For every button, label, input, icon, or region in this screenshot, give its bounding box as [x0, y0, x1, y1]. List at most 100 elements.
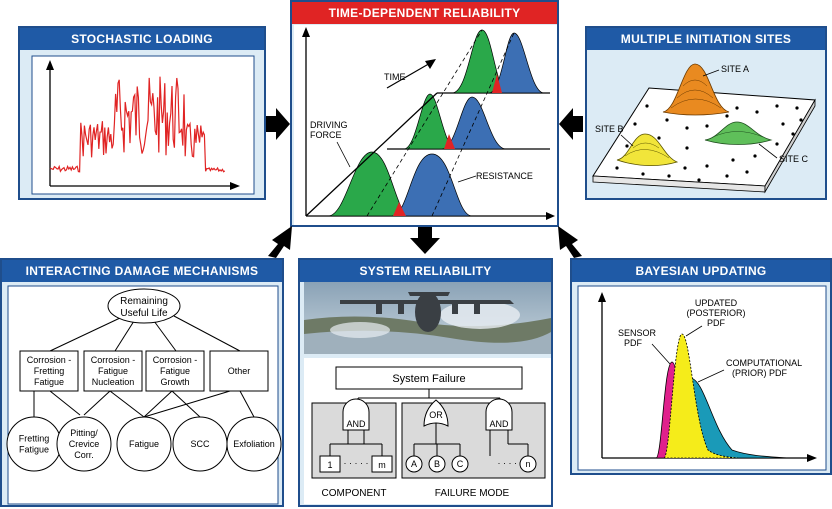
remaining-useful-life-node: [107, 288, 181, 324]
mechanism-circle: Fatigue: [116, 416, 172, 472]
surface-dot: [685, 126, 689, 130]
panel-title: STOCHASTIC LOADING: [20, 28, 264, 50]
system-reliability-panel: SYSTEM RELIABILITY System Failure: [298, 258, 553, 507]
red-overlap-back: [492, 74, 502, 93]
surface-dot: [735, 106, 739, 110]
panel-title: SYSTEM RELIABILITY: [300, 260, 551, 282]
mechanism-circle-label: Exfoliation: [233, 439, 275, 449]
site-b-label: SITE B: [595, 124, 624, 134]
mode-n-label: n: [525, 459, 530, 469]
site-c-peak: [704, 121, 773, 145]
mechanism-circle-label: SCC: [190, 439, 210, 449]
surface-dot: [685, 146, 689, 150]
surface-dot: [667, 174, 671, 178]
driving-force-label-1: DRIVING: [310, 120, 348, 130]
component-m-label: m: [378, 460, 386, 470]
surface-dot: [725, 174, 729, 178]
interacting-damage-mechanisms-panel: INTERACTING DAMAGE MECHANISMS Remaining …: [0, 258, 284, 507]
initiation-sites-surface: SITE A SITE B SITE C: [592, 63, 816, 194]
mechanism-circle-label: Fatigue: [129, 439, 159, 449]
mechanism-circle: Exfoliation: [226, 416, 282, 472]
surface-dot: [745, 170, 749, 174]
component-label: COMPONENT: [322, 488, 387, 499]
arrow-left-icon: [559, 108, 583, 140]
surface-dot: [725, 114, 729, 118]
and-gate-mode: [485, 398, 513, 431]
mechanism-box-label: Growth: [160, 377, 189, 387]
blue-pdf-back: [488, 32, 545, 94]
red-overlap-middle: [444, 134, 455, 149]
mechanism-circle-label: Fretting: [19, 434, 50, 444]
component-dots: · · · · ·: [344, 458, 369, 468]
mechanism-circle: SCC: [172, 416, 228, 472]
surface-dot: [615, 166, 619, 170]
blue-pdf-middle: [441, 96, 507, 150]
mechanism-box-label: Fatigue: [34, 377, 64, 387]
mechanism-circle-label: Crevice: [69, 439, 100, 449]
component-1-box: [319, 455, 341, 473]
mode-circle-label: A: [411, 459, 417, 469]
computational-label-2: (PRIOR) PDF: [732, 368, 788, 378]
mechanism-circle-label: Fatigue: [19, 445, 49, 455]
damage-mechanism-tree: Remaining Useful Life Corrosion -Frettin…: [6, 285, 282, 505]
surface-dot: [665, 118, 669, 122]
mechanism-box-label: Fatigue: [160, 366, 190, 376]
time-dependent-reliability-panel: TIME-DEPENDENT RELIABILITY TIME DRIVING …: [290, 0, 559, 227]
bayesian-updating-panel: BAYESIAN UPDATING UPDATED (POSTERIOR) PD…: [570, 258, 832, 475]
root-label-1: Remaining: [120, 296, 168, 307]
surface-dot: [683, 166, 687, 170]
or-label: OR: [429, 410, 443, 420]
panel-title: MULTIPLE INITIATION SITES: [587, 28, 825, 50]
surface-dot: [697, 178, 701, 182]
surface-dot: [705, 164, 709, 168]
system-failure-label: System Failure: [392, 373, 465, 385]
mechanism-box-label: Corrosion -: [91, 355, 136, 365]
sensor-label-1: SENSOR: [618, 328, 657, 338]
sensor-label-2: PDF: [624, 338, 643, 348]
aircraft-icon: [340, 292, 514, 332]
mechanism-box-label: Corrosion -: [153, 355, 198, 365]
surface-dot: [775, 104, 779, 108]
mechanism-circle-label: Pitting/: [70, 428, 98, 438]
surface-dot: [641, 172, 645, 176]
site-c-label: SITE C: [779, 154, 809, 164]
mode-dots: · · · · ·: [498, 458, 523, 468]
surface-dot: [633, 122, 637, 126]
arrow-right-icon: [266, 108, 290, 140]
and-label-component: AND: [346, 419, 366, 429]
surface-dot: [795, 106, 799, 110]
arrow-up-left-icon: [268, 226, 292, 258]
mechanism-box-label: Fatigue: [98, 366, 128, 376]
surface-dot: [799, 118, 803, 122]
surface-dot: [791, 132, 795, 136]
arrow-up-right-icon: [558, 226, 582, 258]
mode-circle: A: [405, 455, 423, 473]
time-label: TIME: [384, 72, 406, 82]
surface-dot: [645, 104, 649, 108]
component-m-box: [371, 455, 393, 473]
stochastic-loading-panel: STOCHASTIC LOADING: [18, 26, 266, 200]
surface-dot: [755, 110, 759, 114]
surface-dot: [753, 154, 757, 158]
mode-circle: C: [451, 455, 469, 473]
site-a-label: SITE A: [721, 64, 749, 74]
mechanism-box-label: Other: [228, 366, 251, 376]
mechanism-box: Other: [209, 350, 269, 392]
mechanism-box-label: Corrosion -: [27, 355, 72, 365]
updated-label-2: (POSTERIOR): [686, 308, 745, 318]
surface-dot: [625, 144, 629, 148]
surface-dot: [731, 158, 735, 162]
failure-mode-label: FAILURE MODE: [435, 488, 510, 499]
panel-title: INTERACTING DAMAGE MECHANISMS: [2, 260, 282, 282]
mechanism-circles: FrettingFatiguePitting/CreviceCorr.Fatig…: [6, 416, 282, 472]
surface-dot: [781, 122, 785, 126]
surface-dot: [705, 124, 709, 128]
mechanism-box-label: Fretting: [34, 366, 65, 376]
arrow-down-icon: [410, 227, 440, 254]
